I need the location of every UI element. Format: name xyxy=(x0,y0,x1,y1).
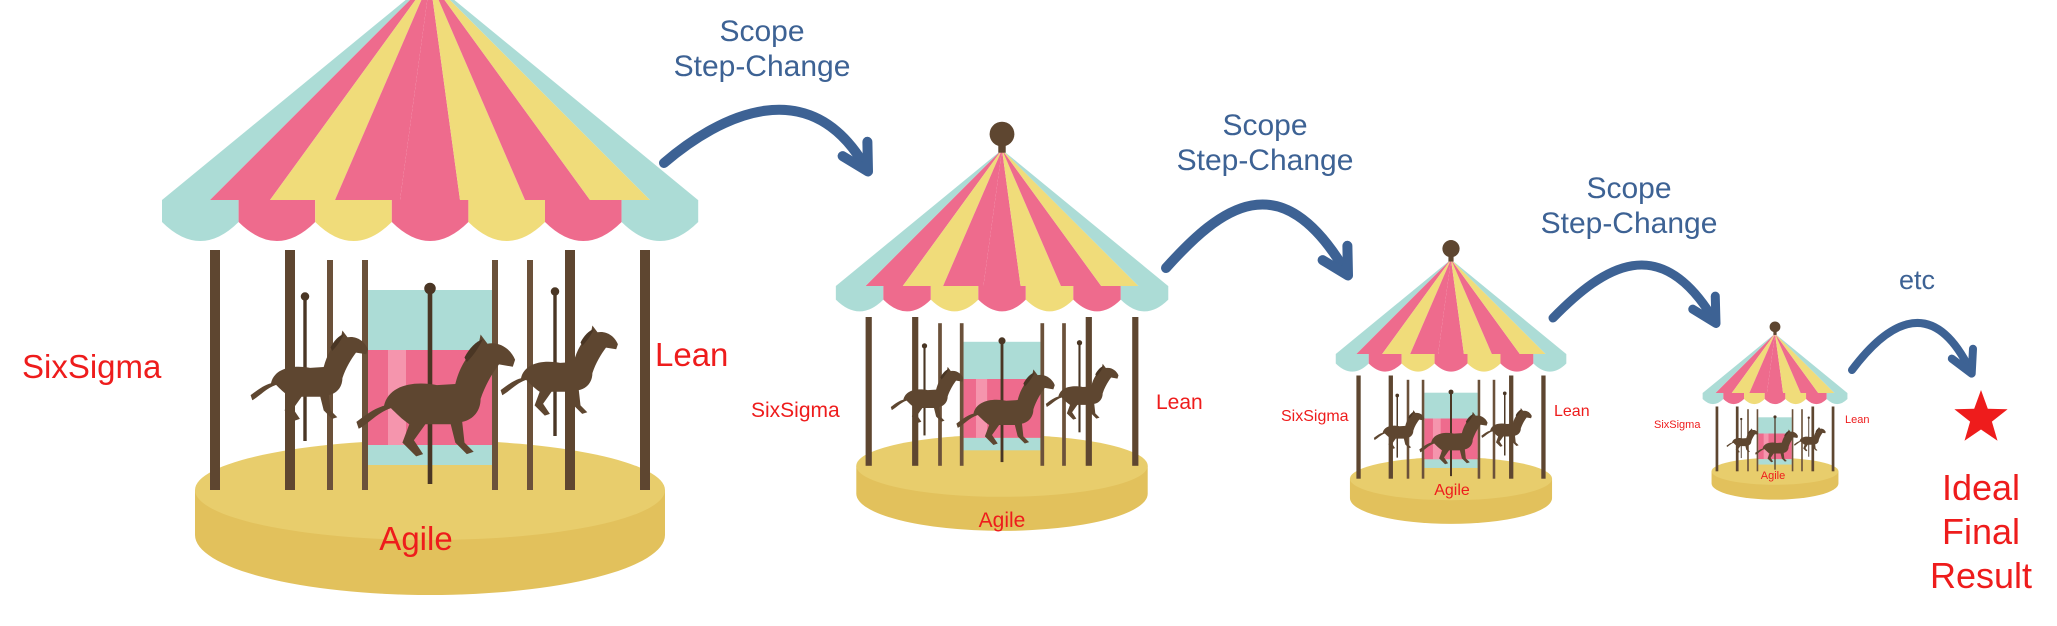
final-result-line2: Final xyxy=(1941,510,2021,552)
carousel-1 xyxy=(162,0,699,595)
carousel-1-horses xyxy=(250,282,618,484)
step-label-2-line2: Step-Change xyxy=(1176,144,1354,178)
carousel-3-label-agile: Agile xyxy=(1434,482,1470,499)
carousel-4-label-lean: Lean xyxy=(1845,414,1870,426)
horse-icon xyxy=(1726,417,1759,459)
carousel-4-label-sixsigma: SixSigma xyxy=(1654,419,1701,431)
carousel-3-horses xyxy=(1373,389,1532,477)
horse-icon xyxy=(1045,340,1119,433)
horse-icon xyxy=(890,343,964,436)
horse-icon xyxy=(1419,389,1488,477)
carousel-2-label-sixsigma: SixSigma xyxy=(751,399,840,422)
carousel-4-horses xyxy=(1726,415,1826,470)
carousel-3-platform xyxy=(1349,457,1553,524)
final-result-label: Ideal Final Result xyxy=(1930,466,2032,598)
carousel-2-finial xyxy=(989,121,1015,147)
carousel-2 xyxy=(835,121,1169,531)
carousel-4-canopy xyxy=(1702,321,1848,405)
horse-icon xyxy=(1794,416,1826,457)
carousel-1-label-agile: Agile xyxy=(379,520,453,557)
step-label-2-line1: Scope xyxy=(1222,109,1308,142)
step-arrow-2 xyxy=(1161,199,1353,281)
carousel-2-canopy xyxy=(835,121,1169,312)
carousel-3-label-lean: Lean xyxy=(1554,403,1590,420)
carousel-3-canopy xyxy=(1335,240,1567,372)
carousel-4-finial xyxy=(1769,321,1781,333)
horse-icon xyxy=(956,337,1055,463)
carousel-4-label-agile: Agile xyxy=(1760,470,1786,482)
step-label-3-line1: Scope xyxy=(1586,172,1672,205)
horse-icon xyxy=(1481,391,1532,456)
final-result-line3: Result xyxy=(1929,554,2033,596)
carousel-2-platform xyxy=(856,434,1148,531)
step-arrow-3 xyxy=(1548,260,1721,328)
carousel-2-horses xyxy=(890,337,1119,463)
final-result-line1: Ideal xyxy=(1941,467,2021,508)
step-label-1: Scope Step-Change xyxy=(674,14,851,85)
carousel-2-label-agile: Agile xyxy=(978,509,1026,532)
step-arrow-4 xyxy=(1848,319,1977,378)
step-label-3-line2: Step-Change xyxy=(1540,207,1718,241)
step-label-2: Scope Step-Change xyxy=(1177,108,1354,179)
carousel-3-label-sixsigma: SixSigma xyxy=(1281,408,1349,425)
step-label-1-line2: Step-Change xyxy=(673,50,851,84)
carousel-1-label-sixsigma: SixSigma xyxy=(22,348,162,385)
carousel-3-finial xyxy=(1442,240,1460,258)
horse-icon xyxy=(250,292,368,441)
carousel-4-platform xyxy=(1711,457,1839,500)
step-label-3: Scope Step-Change xyxy=(1541,171,1718,242)
step-arrow-1 xyxy=(659,104,873,177)
carousel-2-label-lean: Lean xyxy=(1156,391,1203,414)
horse-icon xyxy=(1373,393,1425,458)
step-label-1-line1: Scope xyxy=(719,15,805,48)
step-label-etc: etc xyxy=(1898,265,1936,295)
horse-icon xyxy=(356,282,516,484)
horse-icon xyxy=(500,287,618,436)
carousel-1-canopy xyxy=(162,0,699,241)
carousel-1-label-lean: Lean xyxy=(655,336,729,373)
carousel-1-platform xyxy=(195,440,665,595)
star-icon xyxy=(1954,390,2008,441)
horse-icon xyxy=(1755,415,1798,470)
